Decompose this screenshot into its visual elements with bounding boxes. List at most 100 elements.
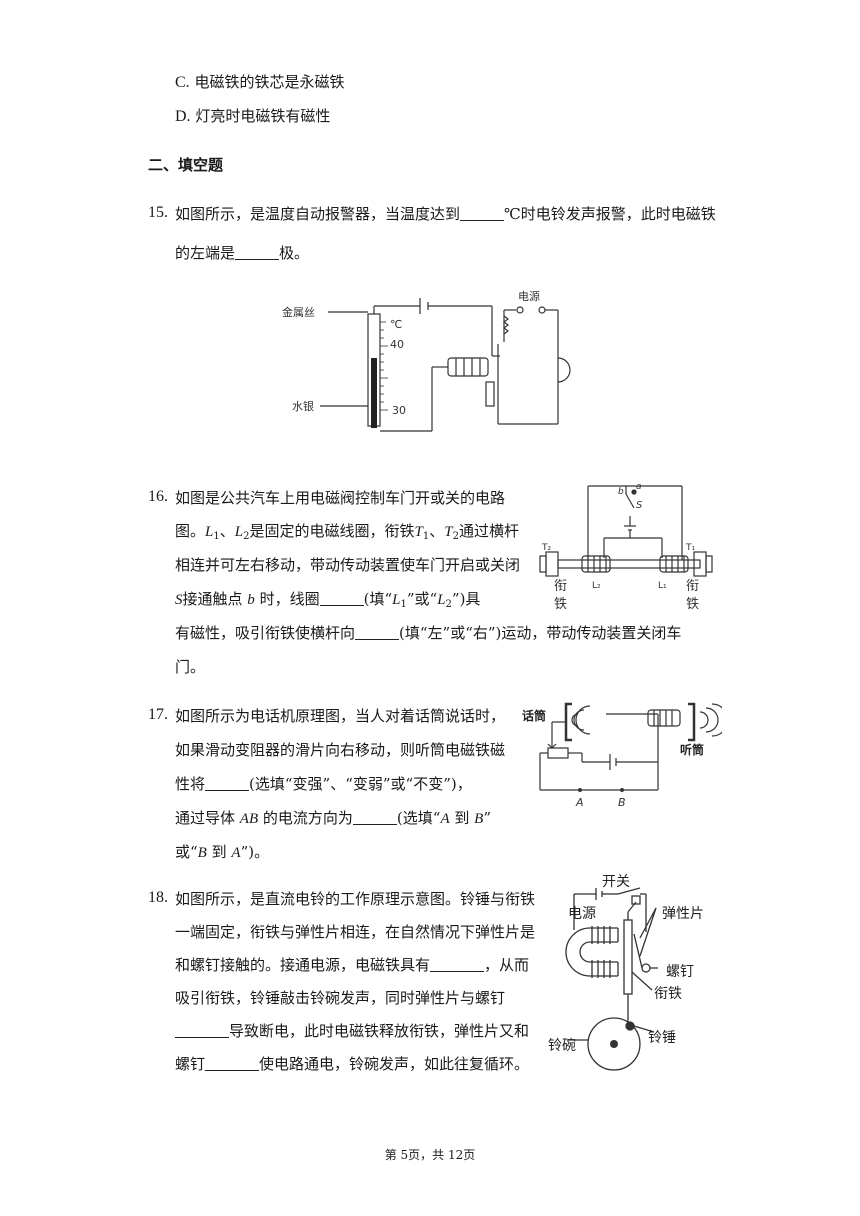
q17-symbol: AB	[239, 811, 259, 827]
q18-line-3: 和螺钉接触的。接通电源，电磁铁具有，从而	[175, 955, 529, 975]
q16-symbol: L	[234, 524, 244, 540]
q17-symbol: B	[197, 845, 207, 861]
q16-line-1: 如图是公共汽车上用电磁阀控制车门开或关的电路	[175, 489, 506, 507]
answer-blank	[235, 245, 280, 260]
question-number: 15.	[148, 204, 168, 221]
q16-text: 时，线圈	[259, 590, 320, 608]
question-number: 18.	[148, 889, 168, 906]
q17-figure: 话筒 听筒 A B	[522, 700, 722, 810]
label-s: S	[636, 500, 643, 511]
label-l1: L₁	[658, 581, 667, 591]
option-letter: C.	[175, 74, 190, 91]
q18-line-2: 一端固定，衔铁与弹性片相连，在自然情况下弹性片是	[175, 923, 536, 941]
label-hammer: 铃锤	[648, 1030, 676, 1046]
answer-blank	[352, 810, 397, 825]
q17-text: 到	[449, 809, 475, 827]
answer-blank	[175, 1023, 229, 1038]
question-number: 16.	[148, 488, 168, 505]
q15-text: 的左端是	[175, 244, 236, 262]
label-screw: 螺钉	[666, 964, 694, 980]
q17-text: 性将	[175, 775, 206, 793]
label-point-a: A	[575, 796, 584, 809]
q17-text: 或“	[175, 843, 198, 861]
q18-line-5: 导致断电，此时电磁铁释放衔铁，弹性片又和	[175, 1021, 529, 1041]
question-number: 17.	[148, 706, 168, 723]
mercury-column	[371, 358, 377, 428]
label-bowl: 铃碗	[548, 1038, 576, 1054]
q18-figure: 开关 电源 弹性片 螺钉 衔铁 铃锤 铃碗	[548, 872, 720, 1082]
q17-line-5: 或“B 到 A”)。	[175, 842, 269, 863]
q16-text: ”)具	[451, 590, 481, 608]
q16-text: 接通触点	[182, 590, 243, 608]
q16-text: 有磁性，吸引衔铁使横杆向	[175, 624, 356, 642]
q15-text: 极。	[279, 244, 310, 262]
q17-text: 到	[206, 843, 232, 861]
q18-text: 导致断电，此时电磁铁释放衔铁，弹性片又和	[229, 1022, 530, 1040]
q16-text: 是固定的电磁线圈，衔铁	[249, 522, 415, 540]
label-mercury: 水银	[292, 399, 314, 413]
q17-line-2: 如果滑动变阻器的滑片向右移动，则听筒电磁铁磁	[175, 741, 506, 759]
label-t1: T₁	[685, 543, 695, 553]
answer-blank	[319, 591, 364, 606]
q16-line-4: S接通触点 b 时，线圈(填“L1”或“L2”)具	[175, 589, 480, 615]
q17-line-3: 性将(选填“变强”、“变弱”或“不变”)，	[175, 774, 472, 794]
q16-line-6: 门。	[175, 658, 206, 676]
label-switch: 开关	[602, 874, 630, 890]
q18-line-6: 螺钉使电路通电，铃碗发声，如此往复循环。	[175, 1054, 529, 1074]
q17-text: 的电流方向为	[262, 809, 353, 827]
label-metal-wire: 金属丝	[282, 305, 315, 319]
q16-symbol: L	[437, 592, 446, 608]
q16-subscript: 2	[452, 531, 459, 542]
q17-symbol: A	[440, 811, 450, 827]
label-armature-right-1: 衔	[686, 579, 699, 594]
label-b: b	[618, 487, 624, 497]
q16-figure: b a S T₂ T₁ L₂ L₁ 衔 铁 衔 铁	[536, 480, 716, 616]
q16-symbol: L	[392, 592, 401, 608]
label-microphone: 话筒	[522, 708, 546, 723]
temperature-alarm-diagram: 金属丝 水银 ℃ 40 30 电源	[282, 289, 571, 432]
q18-text: 使电路通电，铃碗发声，如此往复循环。	[259, 1055, 530, 1073]
option-letter: D.	[175, 108, 191, 125]
label-earpiece: 听筒	[680, 742, 704, 757]
answer-blank	[355, 625, 400, 640]
option-d: D. 灯亮时电磁铁有磁性	[175, 106, 330, 127]
q16-symbol: T	[444, 524, 453, 540]
q16-symbol: L	[205, 524, 214, 540]
q15-text: 如图所示，是温度自动报警器，当温度达到	[175, 205, 461, 223]
q18-line-1: 如图所示，是直流电铃的工作原理示意图。铃锤与衔铁	[175, 890, 536, 908]
q16-subscript: 1	[400, 599, 407, 610]
q16-line-3: 相连并可左右移动，带动传动装置使车门开启或关闭	[175, 556, 521, 574]
q17-line-1: 如图所示为电话机原理图，当人对着话筒说话时，	[175, 707, 506, 725]
q16-text: (填“	[363, 590, 393, 608]
answer-blank	[205, 1056, 260, 1071]
label-power: 电源	[518, 289, 540, 303]
label-a: a	[636, 482, 642, 492]
label-40: 40	[390, 338, 404, 351]
section-title: 二、填空题	[148, 156, 224, 174]
telephone-diagram: 话筒 听筒 A B	[522, 702, 722, 809]
q15-figure: 金属丝 水银 ℃ 40 30 电源	[280, 286, 600, 432]
label-power: 电源	[568, 906, 596, 922]
q17-symbol: B	[474, 811, 484, 827]
page-footer: 第 5页，共 12页	[384, 1148, 476, 1162]
label-l2: L₂	[592, 581, 601, 591]
q16-text: 、	[429, 522, 445, 540]
q16-line-5: 有磁性，吸引衔铁使横杆向(填“左”或“右”)运动，带动传动装置关闭车	[175, 623, 681, 643]
label-armature: 衔铁	[654, 986, 682, 1002]
q16-subscript: 2	[445, 599, 452, 610]
q16-symbol: S	[175, 592, 183, 608]
q15-line-1: 如图所示，是温度自动报警器，当温度达到℃时电铃发声报警，此时电磁铁	[175, 204, 716, 224]
q16-subscript: 1	[422, 531, 430, 542]
q16-text: ”或“	[406, 590, 438, 608]
q16-line-2: 图。L1、L2是固定的电磁线圈，衔铁T1、T2通过横杆	[175, 521, 519, 547]
q16-symbol: b	[247, 592, 255, 608]
label-t2: T₂	[541, 543, 551, 553]
answer-blank	[460, 206, 505, 221]
option-text: 灯亮时电磁铁有磁性	[195, 107, 331, 125]
label-unit: ℃	[390, 318, 402, 331]
label-30: 30	[392, 404, 406, 417]
q16-subscript: 2	[243, 531, 250, 542]
q16-symbol: T	[414, 524, 423, 540]
label-point-b: B	[618, 796, 626, 809]
